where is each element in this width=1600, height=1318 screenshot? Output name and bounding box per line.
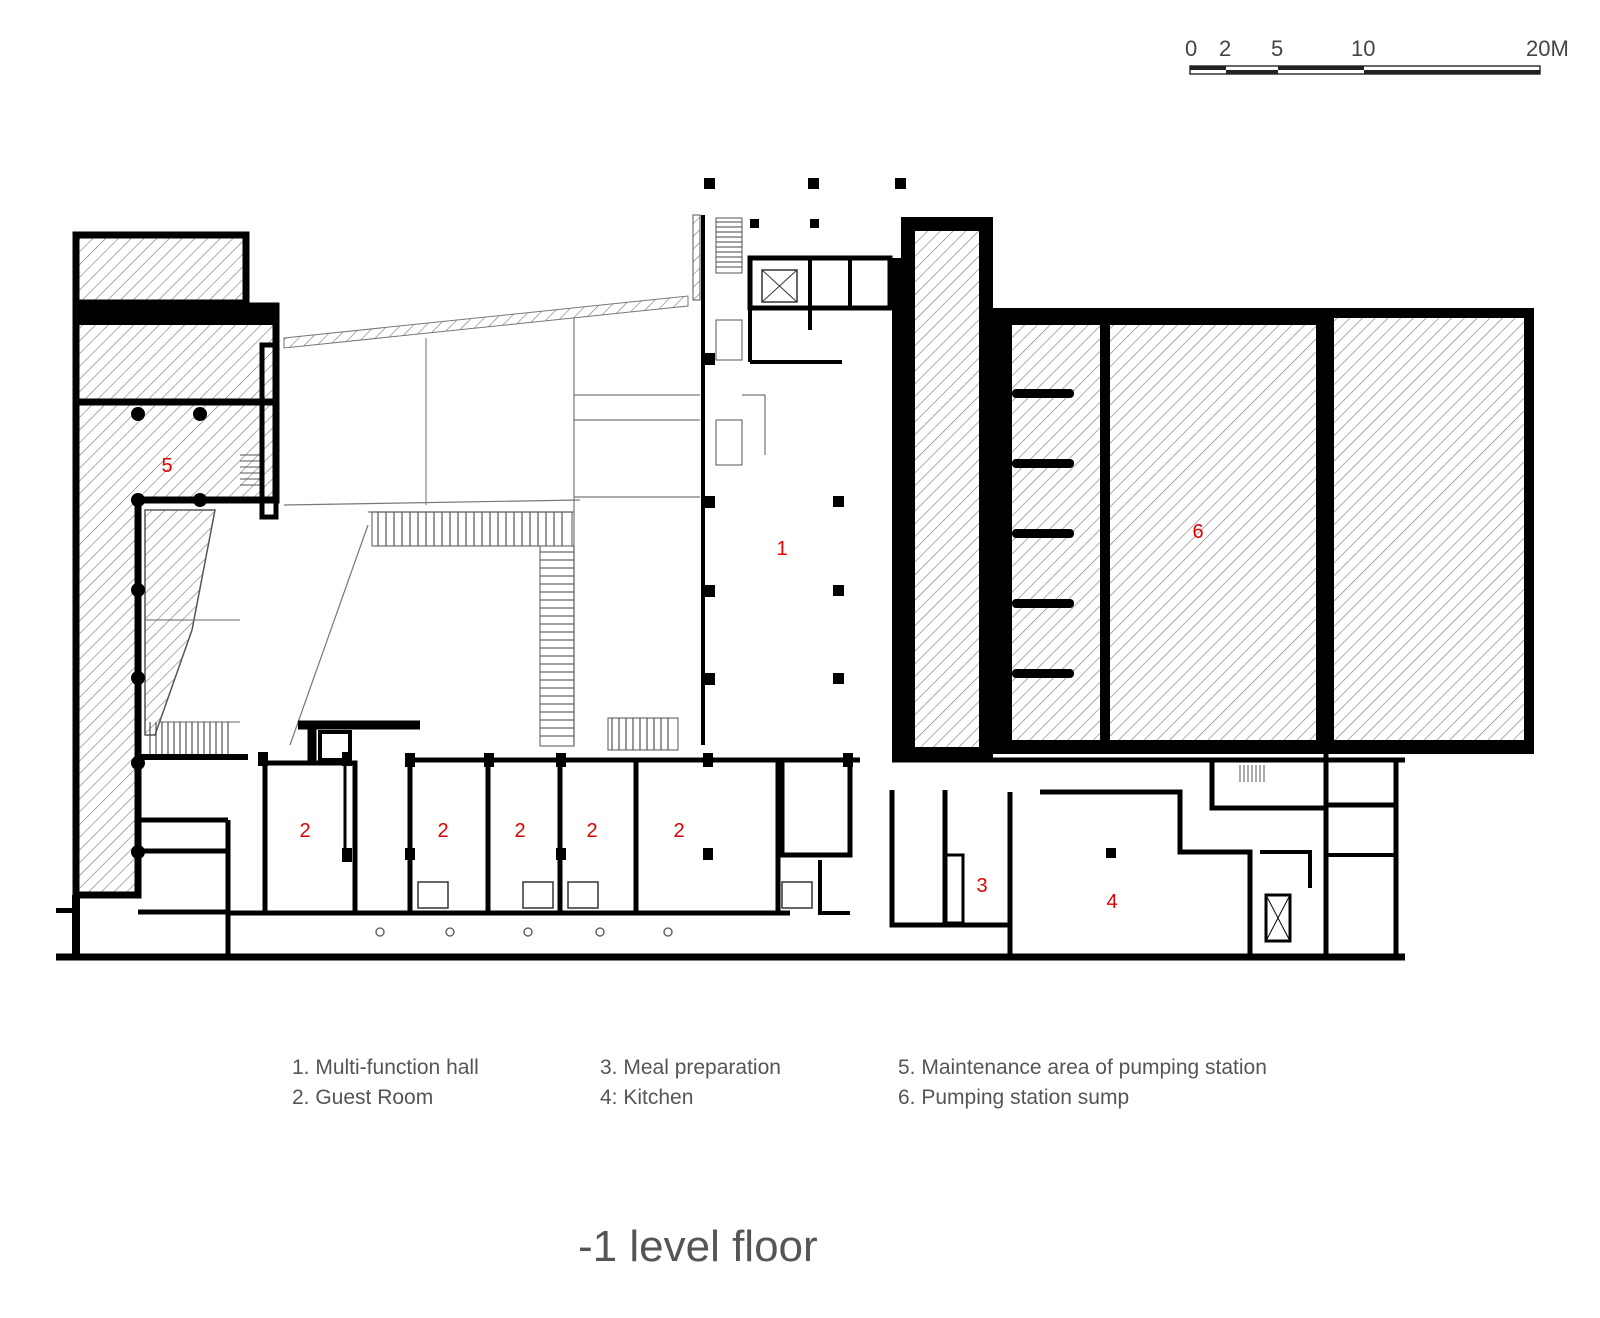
room-number-maintenance: 5: [161, 455, 172, 477]
drawing-title: -1 level floor: [578, 1222, 818, 1271]
room-number-hall: 1: [776, 538, 787, 560]
legend-item-hall: 1. Multi-function hall: [292, 1056, 479, 1079]
hall-structure: [692, 214, 893, 745]
room-number-guest-b: 2: [437, 820, 448, 842]
legend-item-guest-room: 2. Guest Room: [292, 1086, 434, 1109]
pumping-block: [892, 217, 1534, 761]
scale-label-0: 0: [1185, 36, 1197, 61]
room-number-kitchen: 4: [1106, 891, 1117, 913]
scale-label-2: 2: [1219, 36, 1231, 61]
room-number-guest-e: 2: [673, 820, 684, 842]
legend-item-sump: 6. Pumping station sump: [898, 1086, 1130, 1109]
room-number-guest-d: 2: [586, 820, 597, 842]
room-number-sump: 6: [1192, 521, 1203, 543]
scale-bar: 0 2 5 10 20M: [1185, 36, 1569, 75]
scale-label-5: 5: [1271, 36, 1283, 61]
corridor-markers: [375, 927, 673, 937]
wall-columns: [258, 740, 1320, 862]
legend-item-maintenance: 5. Maintenance area of pumping station: [898, 1056, 1267, 1079]
room-number-guest-a: 2: [299, 820, 310, 842]
room-number-guest-c: 2: [514, 820, 525, 842]
room-number-meal-prep: 3: [976, 875, 987, 897]
exterior-columns: [704, 178, 906, 228]
atrium: [149, 295, 700, 757]
legend-item-meal-prep: 3. Meal preparation: [600, 1056, 781, 1079]
scale-label-10: 10: [1351, 36, 1375, 61]
south-rooms: [56, 720, 1405, 961]
legend-item-kitchen: 4: Kitchen: [600, 1086, 694, 1109]
west-wing: [56, 231, 280, 955]
scale-label-20m: 20M: [1526, 36, 1569, 61]
